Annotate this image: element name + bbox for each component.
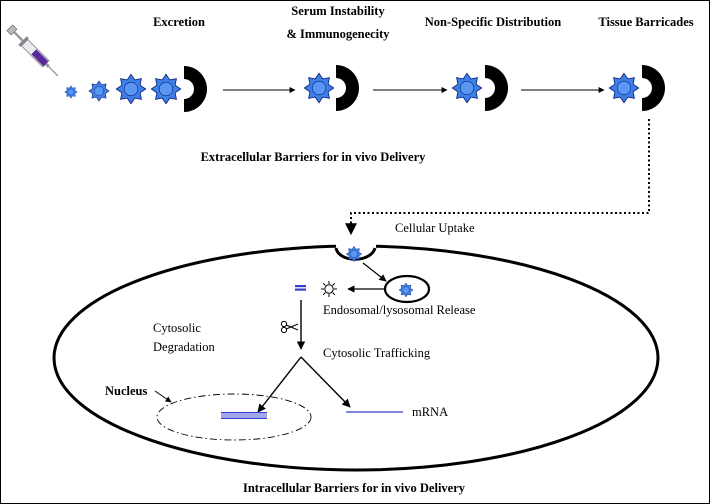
stage-serum-label-line2: & Immunogenecity	[286, 27, 390, 41]
cellular-uptake-label: Cellular Uptake	[395, 221, 475, 235]
dna-duplex-icon	[221, 412, 267, 419]
cytosolic-trafficking-label: Cytosolic Trafficking	[323, 346, 431, 360]
cytosolic-degradation-label-line2: Degradation	[153, 340, 216, 354]
cytosolic-degradation-label-line1: Cytosolic	[153, 321, 201, 335]
cell-membrane-icon	[184, 66, 207, 112]
mrna-label: mRNA	[412, 405, 448, 419]
endocytosis-arrow	[362, 262, 387, 282]
endosomal-release-label: Endosomal/lysosomal Release	[323, 303, 476, 317]
stage-serum-label-line1: Serum Instability	[291, 4, 385, 18]
syringe-icon	[6, 24, 59, 77]
cell-membrane-icon	[336, 65, 359, 111]
stage-tissue-label: Tissue Barricades	[598, 15, 693, 29]
nanoparticle-icon	[398, 282, 414, 298]
uptake-path	[345, 119, 650, 236]
mrna-strand-icon	[295, 285, 306, 291]
nanoparticle-icon	[346, 246, 362, 262]
stage-distribution-label: Non-Specific Distribution	[425, 15, 562, 29]
intracellular-title: Intracellular Barriers for in vivo Deliv…	[243, 481, 466, 495]
nucleus-label: Nucleus	[105, 384, 148, 398]
nanoparticle-icon	[451, 72, 483, 104]
nucleus	[156, 393, 312, 441]
nanoparticle-icon	[303, 72, 335, 104]
nucleus-branch-arrow	[257, 356, 302, 413]
stage-excretion-label: Excretion	[153, 15, 205, 29]
mrna-branch-arrow	[300, 356, 351, 408]
nucleus-pointer-arrow	[154, 390, 172, 403]
extracellular-title: Extracellular Barriers for in vivo Deliv…	[201, 150, 427, 164]
membrane-gap	[336, 243, 376, 252]
cell-membrane-icon	[642, 65, 665, 111]
nanoparticle-icon	[115, 73, 147, 105]
empty-carrier-icon	[321, 281, 337, 297]
nanoparticle-icon	[608, 72, 640, 104]
nanoparticle-icon	[150, 73, 182, 105]
cell-membrane-icon	[485, 65, 508, 111]
scissors-icon	[280, 320, 299, 334]
nanoparticle-icon	[88, 80, 110, 102]
nanoparticle-icon	[64, 85, 78, 99]
